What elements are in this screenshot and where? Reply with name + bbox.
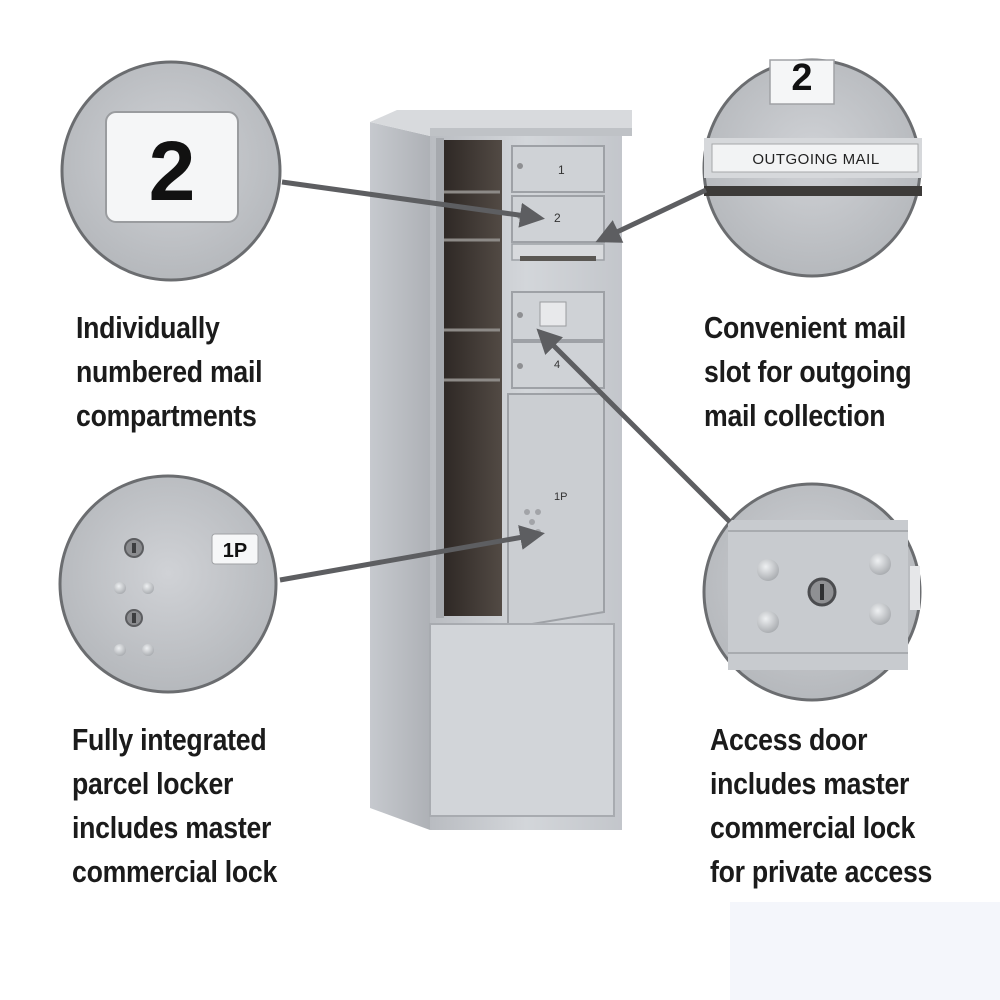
arrow-outgoing-slot <box>595 187 708 243</box>
door-number-parcel: 1P <box>554 491 567 503</box>
arrow-parcel-locker <box>279 525 545 583</box>
outgoing-mail-text: OUTGOING MAIL <box>752 151 879 168</box>
door-number-4: 4 <box>554 359 560 371</box>
caption-outgoing-slot: Convenient mail slot for outgoing mail c… <box>704 306 912 438</box>
corner-patch <box>730 902 1000 1000</box>
number-plate <box>105 111 239 223</box>
cabinet-side-panel <box>370 122 430 830</box>
caption-line: parcel locker <box>72 766 234 801</box>
parcel-locker-door <box>507 393 605 630</box>
caption-line: includes master <box>72 810 272 845</box>
caption-line: commercial lock <box>72 854 278 889</box>
caption-line: numbered mail <box>76 354 263 389</box>
caption-line: includes master <box>710 766 910 801</box>
caption-line: Individually <box>76 310 220 345</box>
callout-arrows <box>279 179 732 583</box>
compartment-door-1 <box>511 145 605 193</box>
door-number-2: 2 <box>554 211 561 225</box>
caption-line: slot for outgoing <box>704 354 912 389</box>
compartment-doors <box>429 145 615 817</box>
parcel-tag-text: 1P <box>223 540 247 562</box>
caption-line: for private access <box>710 854 933 889</box>
caption-line: commercial lock <box>710 810 916 845</box>
caption-line: Access door <box>710 722 868 757</box>
caption-access-door: Access door includes master commercial l… <box>710 718 932 894</box>
outgoing-number-digit: 2 <box>791 57 812 99</box>
open-compartment-interior <box>440 140 502 616</box>
caption-line: Convenient mail <box>704 310 907 345</box>
zoom-circle-access-door <box>702 482 922 702</box>
arrow-access-door <box>536 328 732 524</box>
caption-numbered-compartments: Individually numbered mail compartments <box>76 306 263 438</box>
caption-parcel-locker: Fully integrated parcel locker includes … <box>72 718 277 894</box>
arrow-numbered-compartment <box>281 179 545 228</box>
caption-line: mail collection <box>704 398 886 433</box>
outgoing-mail-label <box>711 143 919 173</box>
zoom-circle-parcel-locker: 1P <box>58 474 278 694</box>
number-plate-digit: 2 <box>149 124 196 218</box>
zoom-circle-outgoing-mail: 2 OUTGOING MAIL <box>702 57 922 278</box>
pedestal-base <box>429 623 615 817</box>
caption-line: Fully integrated <box>72 722 267 757</box>
door-number-1: 1 <box>558 163 565 177</box>
caption-line: compartments <box>76 398 257 433</box>
zoom-circle-number-plate: 2 <box>60 60 282 282</box>
mailbox-cabinet: 1 2 4 1P <box>370 110 632 830</box>
